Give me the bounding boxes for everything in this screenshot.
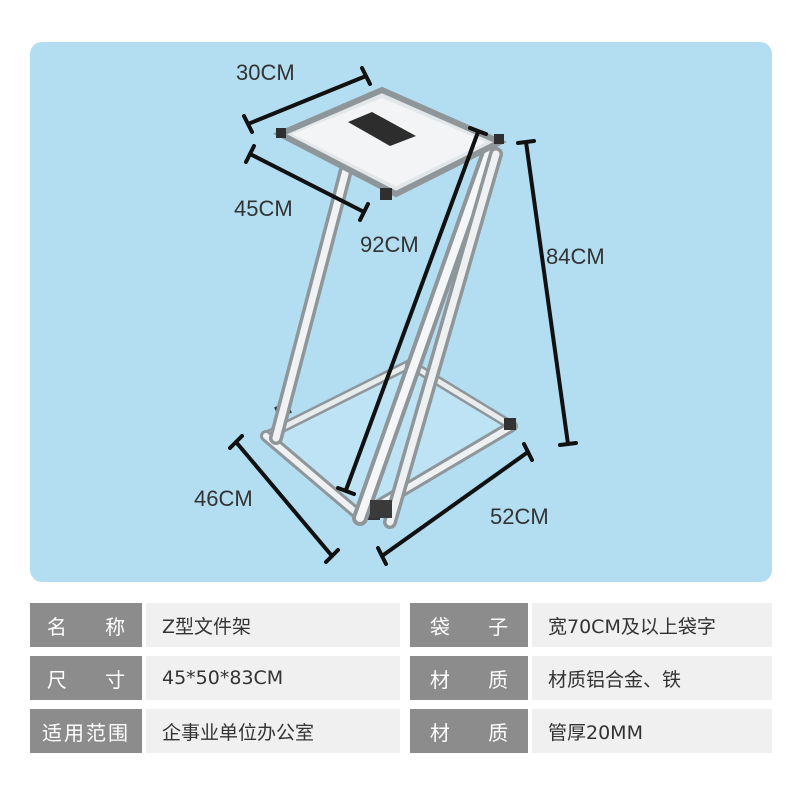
spec-row: 尺 寸 45*50*83CM 材 质 材质铝合金、铁	[30, 656, 772, 700]
rack-back-diagonal-post	[269, 163, 353, 445]
spec-label-usage: 适用范围	[30, 709, 142, 753]
spec-table: 名 称 Z型文件架 袋 子 宽70CM及以上袋字 尺 寸 45*50*83CM …	[30, 603, 772, 762]
dim-line-height	[516, 139, 578, 447]
spec-row: 名 称 Z型文件架 袋 子 宽70CM及以上袋字	[30, 603, 772, 647]
spec-label-size: 尺 寸	[30, 656, 142, 700]
dim-line-top-width	[242, 66, 372, 134]
dimension-lines	[228, 66, 578, 566]
product-photo-panel: 30CM 45CM 92CM 84CM 46CM 52CM	[30, 42, 772, 582]
rack-front-diagonal-post	[352, 142, 503, 529]
dim-line-top-depth	[244, 144, 370, 222]
spec-value-material: 材质铝合金、铁	[532, 656, 772, 700]
spec-value-size: 45*50*83CM	[146, 656, 400, 700]
spec-value-usage: 企事业单位办公室	[146, 709, 400, 753]
spec-row: 适用范围 企事业单位办公室 材 质 管厚20MM	[30, 709, 772, 753]
spec-label-bag: 袋 子	[410, 603, 528, 647]
spec-value-thickness: 管厚20MM	[532, 709, 772, 753]
dim-label-height: 84CM	[546, 244, 605, 269]
spec-label-material: 材 质	[410, 656, 528, 700]
spec-value-name: Z型文件架	[146, 603, 400, 647]
dim-line-base-width	[376, 442, 534, 566]
dim-label-base-depth: 46CM	[194, 486, 253, 511]
rack-top-tray	[272, 86, 508, 200]
dim-label-top-width: 30CM	[236, 60, 295, 85]
spec-label-name: 名 称	[30, 603, 142, 647]
spec-label-material-2: 材 质	[410, 709, 528, 753]
dim-label-diagonal: 92CM	[360, 232, 419, 257]
dim-label-base-width: 52CM	[490, 504, 549, 529]
z-shaped-file-rack-illustration	[228, 66, 578, 566]
dim-label-top-depth: 45CM	[234, 196, 293, 221]
spec-value-bag: 宽70CM及以上袋字	[532, 603, 772, 647]
dim-line-base-depth	[228, 434, 340, 564]
dim-line-diagonal	[336, 126, 488, 496]
